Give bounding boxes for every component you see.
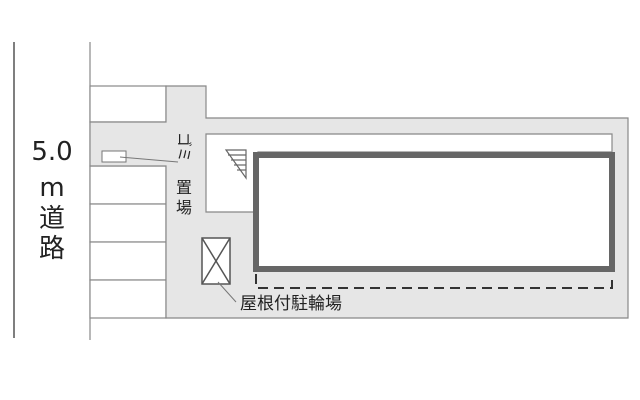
road-width-label: 5.0 — [31, 137, 72, 167]
building — [253, 152, 615, 272]
bicycle-parking-label: 屋根付駐輪場 — [240, 294, 342, 314]
adjacent-lots — [89, 85, 167, 319]
elevator-box-icon — [201, 237, 231, 285]
adjacent-lot — [89, 241, 167, 281]
adjacent-lot — [89, 279, 167, 319]
adjacent-lot — [89, 165, 167, 205]
road-unit-label: m — [39, 173, 64, 203]
garbage-label-1: ゴミ — [175, 132, 193, 162]
garbage-label-2: 置 — [176, 178, 192, 197]
bicycle-leader-line — [217, 281, 237, 303]
road-label-1: 道 — [39, 204, 65, 234]
garbage-leader-line — [119, 156, 179, 163]
adjacent-lot — [89, 85, 167, 123]
bicycle-parking-area — [255, 274, 613, 289]
garbage-label-3: 場 — [176, 198, 192, 217]
adjacent-lot — [89, 203, 167, 243]
entrance-marker — [101, 150, 127, 163]
road-label-2: 路 — [39, 234, 65, 264]
stairs-icon — [224, 149, 247, 180]
